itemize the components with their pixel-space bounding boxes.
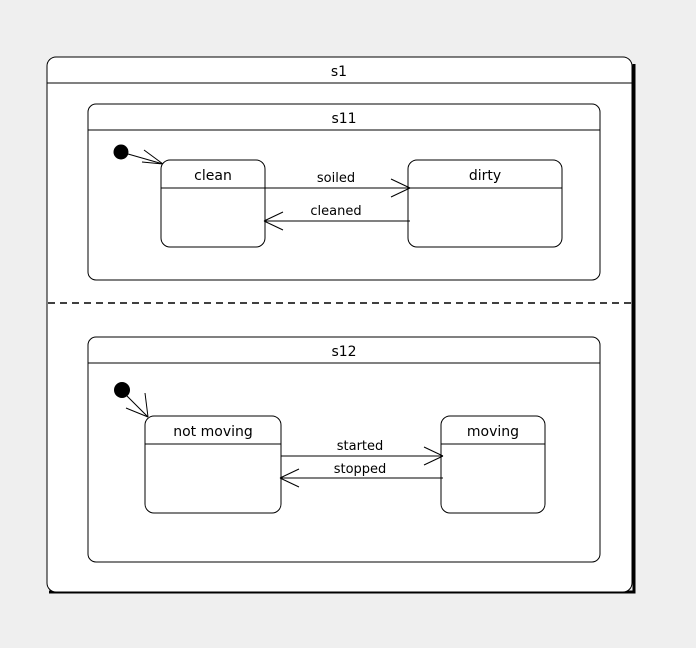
region-s11: s11 clean bbox=[87, 103, 601, 281]
transition-initial-to-not-moving[interactable] bbox=[125, 392, 149, 418]
moving-border bbox=[440, 415, 546, 514]
soiled-label: soiled bbox=[317, 171, 355, 186]
cleaned-label: cleaned bbox=[310, 204, 361, 219]
initial-state-s12[interactable] bbox=[114, 382, 130, 398]
clean-body-fill bbox=[161, 160, 265, 247]
arrowhead-icon bbox=[390, 178, 411, 198]
region-s12: s12 not moving bbox=[87, 336, 601, 563]
s12-title: s12 bbox=[331, 344, 356, 360]
moving-body-fill bbox=[441, 416, 545, 513]
transition-cleaned[interactable]: cleaned bbox=[263, 204, 410, 231]
s11-border bbox=[87, 103, 601, 281]
not-moving-border bbox=[144, 415, 282, 514]
arrowhead-icon bbox=[141, 149, 164, 165]
transition-initial-to-clean[interactable] bbox=[127, 149, 164, 165]
initial-transition-line bbox=[127, 153, 164, 165]
state-clean[interactable]: clean bbox=[160, 159, 266, 248]
transition-started[interactable]: started bbox=[281, 439, 444, 466]
s1-title: s1 bbox=[331, 64, 347, 80]
composite-state-s1[interactable]: s1 s11 bbox=[46, 56, 636, 594]
s11-title: s11 bbox=[331, 111, 356, 127]
initial-state-s11[interactable] bbox=[113, 144, 129, 160]
dirty-body-fill bbox=[408, 160, 562, 247]
state-moving[interactable]: moving bbox=[440, 415, 546, 514]
dirty-label: dirty bbox=[469, 168, 501, 184]
stopped-label: stopped bbox=[334, 462, 387, 477]
arrowhead-icon bbox=[279, 468, 300, 488]
arrowhead-icon bbox=[423, 446, 444, 466]
not-moving-body-fill bbox=[145, 416, 281, 513]
initial-transition-line bbox=[126, 395, 149, 418]
arrowhead-icon bbox=[263, 211, 284, 231]
s12-border bbox=[87, 336, 601, 563]
not-moving-label: not moving bbox=[173, 424, 253, 440]
dirty-border bbox=[407, 159, 563, 248]
state-dirty[interactable]: dirty bbox=[407, 159, 563, 248]
transition-soiled[interactable]: soiled bbox=[265, 171, 411, 198]
s1-border bbox=[46, 56, 633, 593]
initial-pseudostate-dot bbox=[113, 144, 129, 160]
initial-pseudostate-dot bbox=[114, 382, 130, 398]
clean-border bbox=[160, 159, 266, 248]
moving-label: moving bbox=[467, 424, 519, 440]
state-not-moving[interactable]: not moving bbox=[144, 415, 282, 514]
arrowhead-icon bbox=[125, 392, 149, 418]
transition-stopped[interactable]: stopped bbox=[279, 462, 443, 488]
started-label: started bbox=[337, 439, 384, 454]
clean-label: clean bbox=[194, 168, 232, 184]
